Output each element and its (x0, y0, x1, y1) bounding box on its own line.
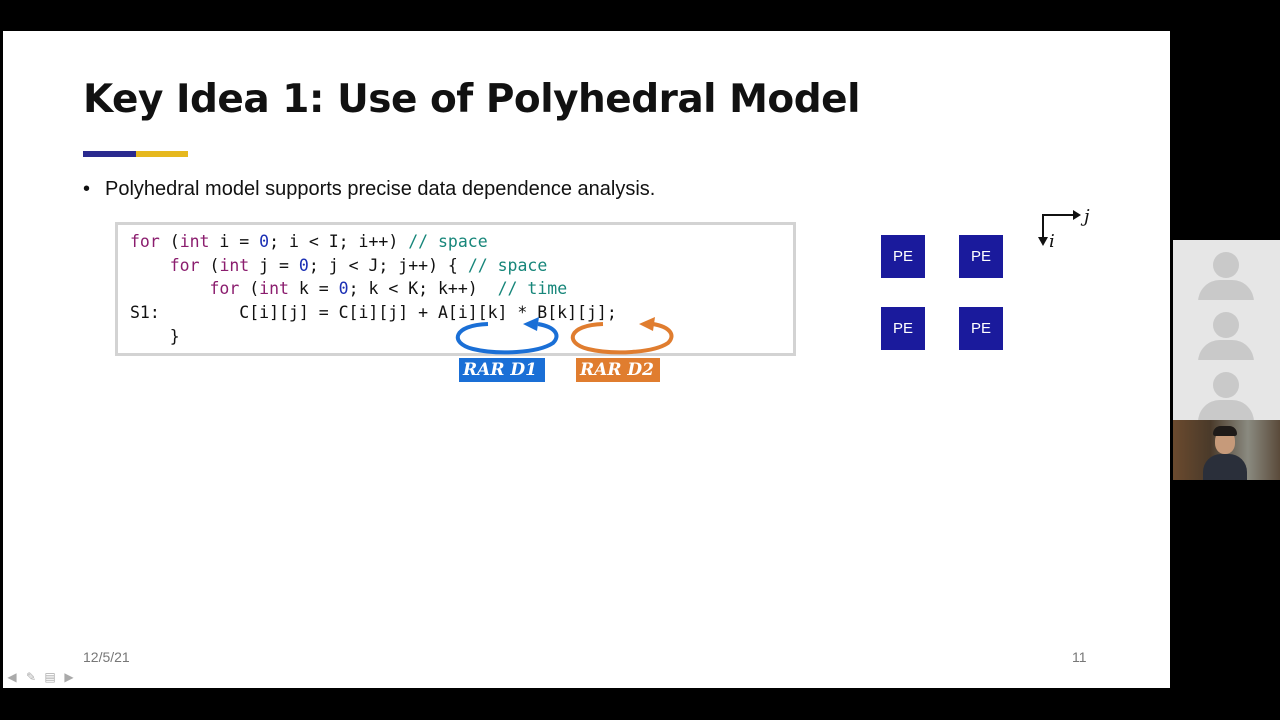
dependence-arcs (455, 317, 674, 355)
pen-icon[interactable]: ✎ (25, 670, 37, 684)
presenter-video[interactable] (1173, 420, 1280, 480)
axis-label-i: i (1049, 231, 1055, 252)
code-line-2: for (int j = 0; j < J; j++) { // space (169, 256, 548, 275)
axis-arrows-icon (1038, 210, 1081, 246)
arrow-left-icon[interactable]: ◀ (7, 670, 17, 684)
slide-canvas: Key Idea 1: Use of Polyhedral Model • Pol… (3, 31, 1170, 688)
footer-date: 12/5/21 (83, 649, 130, 665)
participant-tile[interactable] (1173, 300, 1280, 362)
slide-title: Key Idea 1: Use of Polyhedral Model (83, 77, 860, 122)
code-line-3: for (int k = 0; k < K; k++) // time (209, 279, 568, 298)
code-line-5: } (130, 327, 180, 346)
slideshow-nav: ◀ ✎ ▤ ▶ (4, 670, 77, 684)
code-line-1: for (int i = 0; i < I; i++) // space (130, 232, 488, 251)
code-line-4: S1: C[i][j] = C[i][j] + A[i][k] * B[k][j… (130, 303, 617, 322)
title-accent-bar-blue (83, 151, 136, 157)
bullet-item: • Polyhedral model supports precise data … (83, 178, 655, 201)
code-block: for (int i = 0; i < I; i++) // space for… (115, 222, 796, 356)
rar-d2-label: RAR D2 (576, 358, 660, 382)
bullet-text: Polyhedral model supports precise data d… (105, 178, 656, 200)
participant-tile[interactable] (1173, 360, 1280, 422)
avatar-icon (1213, 312, 1239, 338)
rar-d1-label: RAR D1 (459, 358, 545, 382)
slides-menu-icon[interactable]: ▤ (44, 670, 56, 684)
pe-block: PE (881, 307, 925, 350)
footer-page-number: 11 (1072, 649, 1087, 665)
axis-label-j: j (1084, 206, 1090, 227)
participant-panel (1173, 240, 1280, 422)
pe-block: PE (881, 235, 925, 278)
pe-block: PE (959, 235, 1003, 278)
avatar-icon (1213, 252, 1239, 278)
bullet-marker: • (83, 178, 91, 200)
participant-tile[interactable] (1173, 240, 1280, 302)
title-accent-bar-gold (136, 151, 188, 157)
rar-d1-arc (455, 317, 559, 355)
rar-d2-arc (570, 317, 674, 355)
avatar-icon (1213, 372, 1239, 398)
arrow-right-icon[interactable]: ▶ (64, 670, 74, 684)
pe-block: PE (959, 307, 1003, 350)
